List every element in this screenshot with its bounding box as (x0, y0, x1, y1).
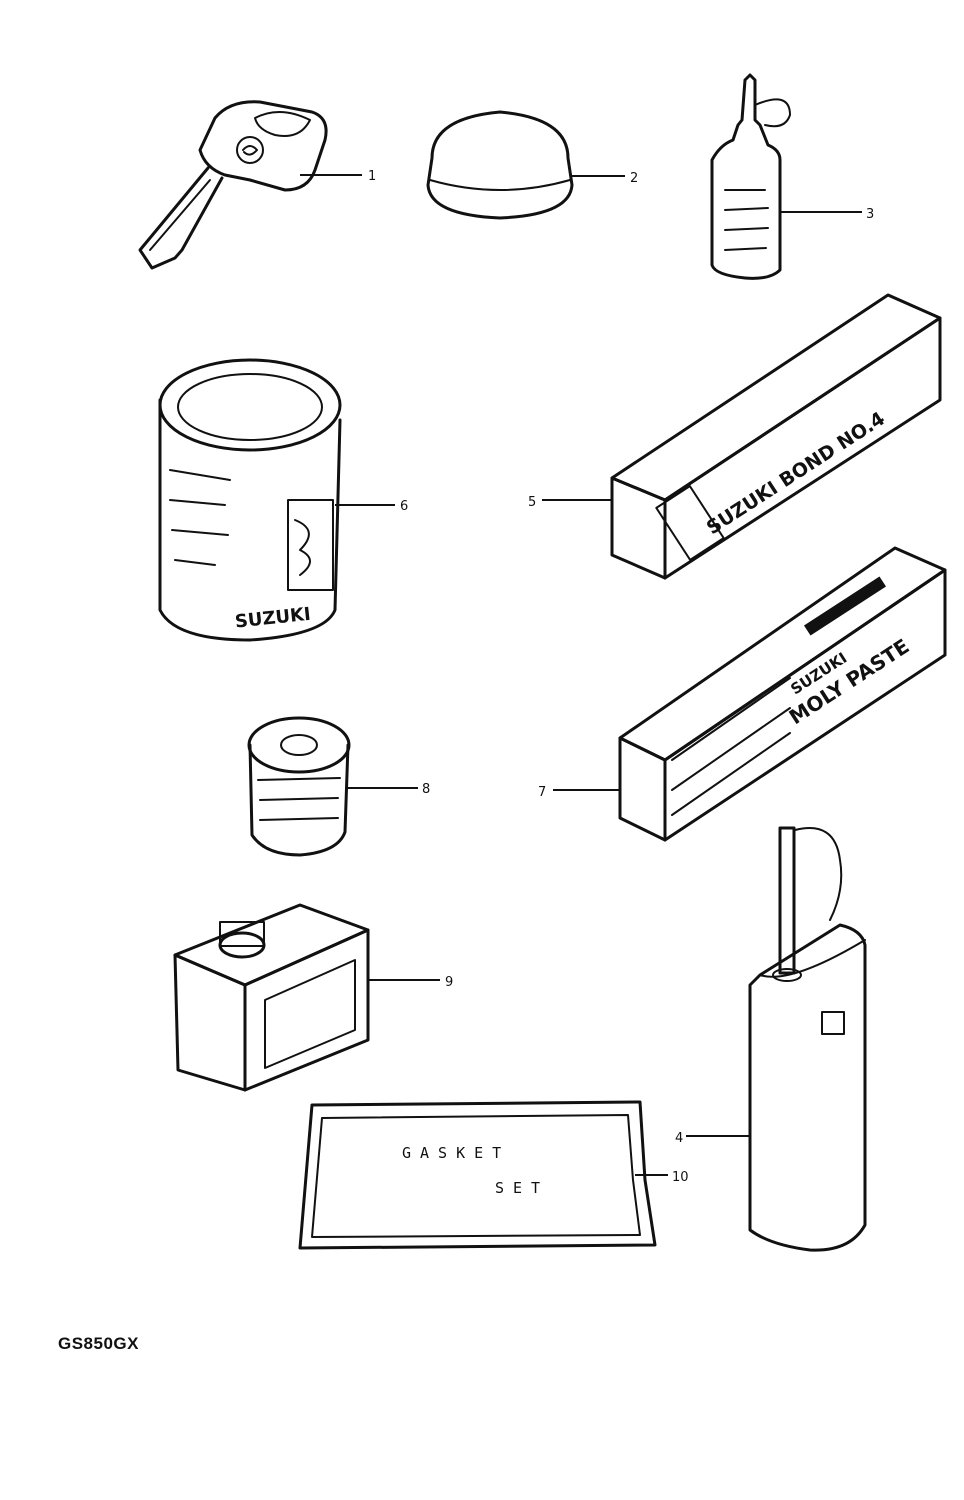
callout-2: 2 (630, 171, 638, 186)
bond-box-label: SUZUKI BOND NO.4 (703, 408, 889, 540)
square-tin-icon (173, 903, 440, 1092)
callout-4: 4 (675, 1131, 683, 1146)
model-label: GS850GX (58, 1334, 139, 1353)
callout-10: 10 (672, 1170, 689, 1185)
bond-box-icon: SUZUKI BOND NO.4 (542, 293, 942, 580)
paint-can-icon: SUZUKI (158, 358, 395, 642)
callout-9: 9 (445, 975, 453, 990)
callout-5: 5 (528, 495, 536, 510)
oil-bottle-icon (710, 73, 862, 280)
callout-3: 3 (866, 207, 874, 222)
round-cap-icon (426, 110, 625, 220)
callout-6: 6 (400, 499, 408, 514)
grease-tube-icon (686, 826, 867, 1252)
paste-box-stripe (803, 576, 887, 636)
small-can-icon (247, 716, 418, 857)
gasket-label-line2: SET (495, 1179, 549, 1197)
key-icon (138, 100, 362, 270)
gasket-label-line1: GASKET (402, 1144, 510, 1162)
callout-7: 7 (538, 785, 546, 800)
callout-1: 1 (368, 169, 376, 184)
paste-box-icon: SUZUKI MOLY PASTE (553, 546, 947, 842)
gasket-packet-icon: GASKET SET (298, 1100, 668, 1250)
can-label: SUZUKI (234, 604, 312, 633)
callout-8: 8 (422, 782, 430, 797)
